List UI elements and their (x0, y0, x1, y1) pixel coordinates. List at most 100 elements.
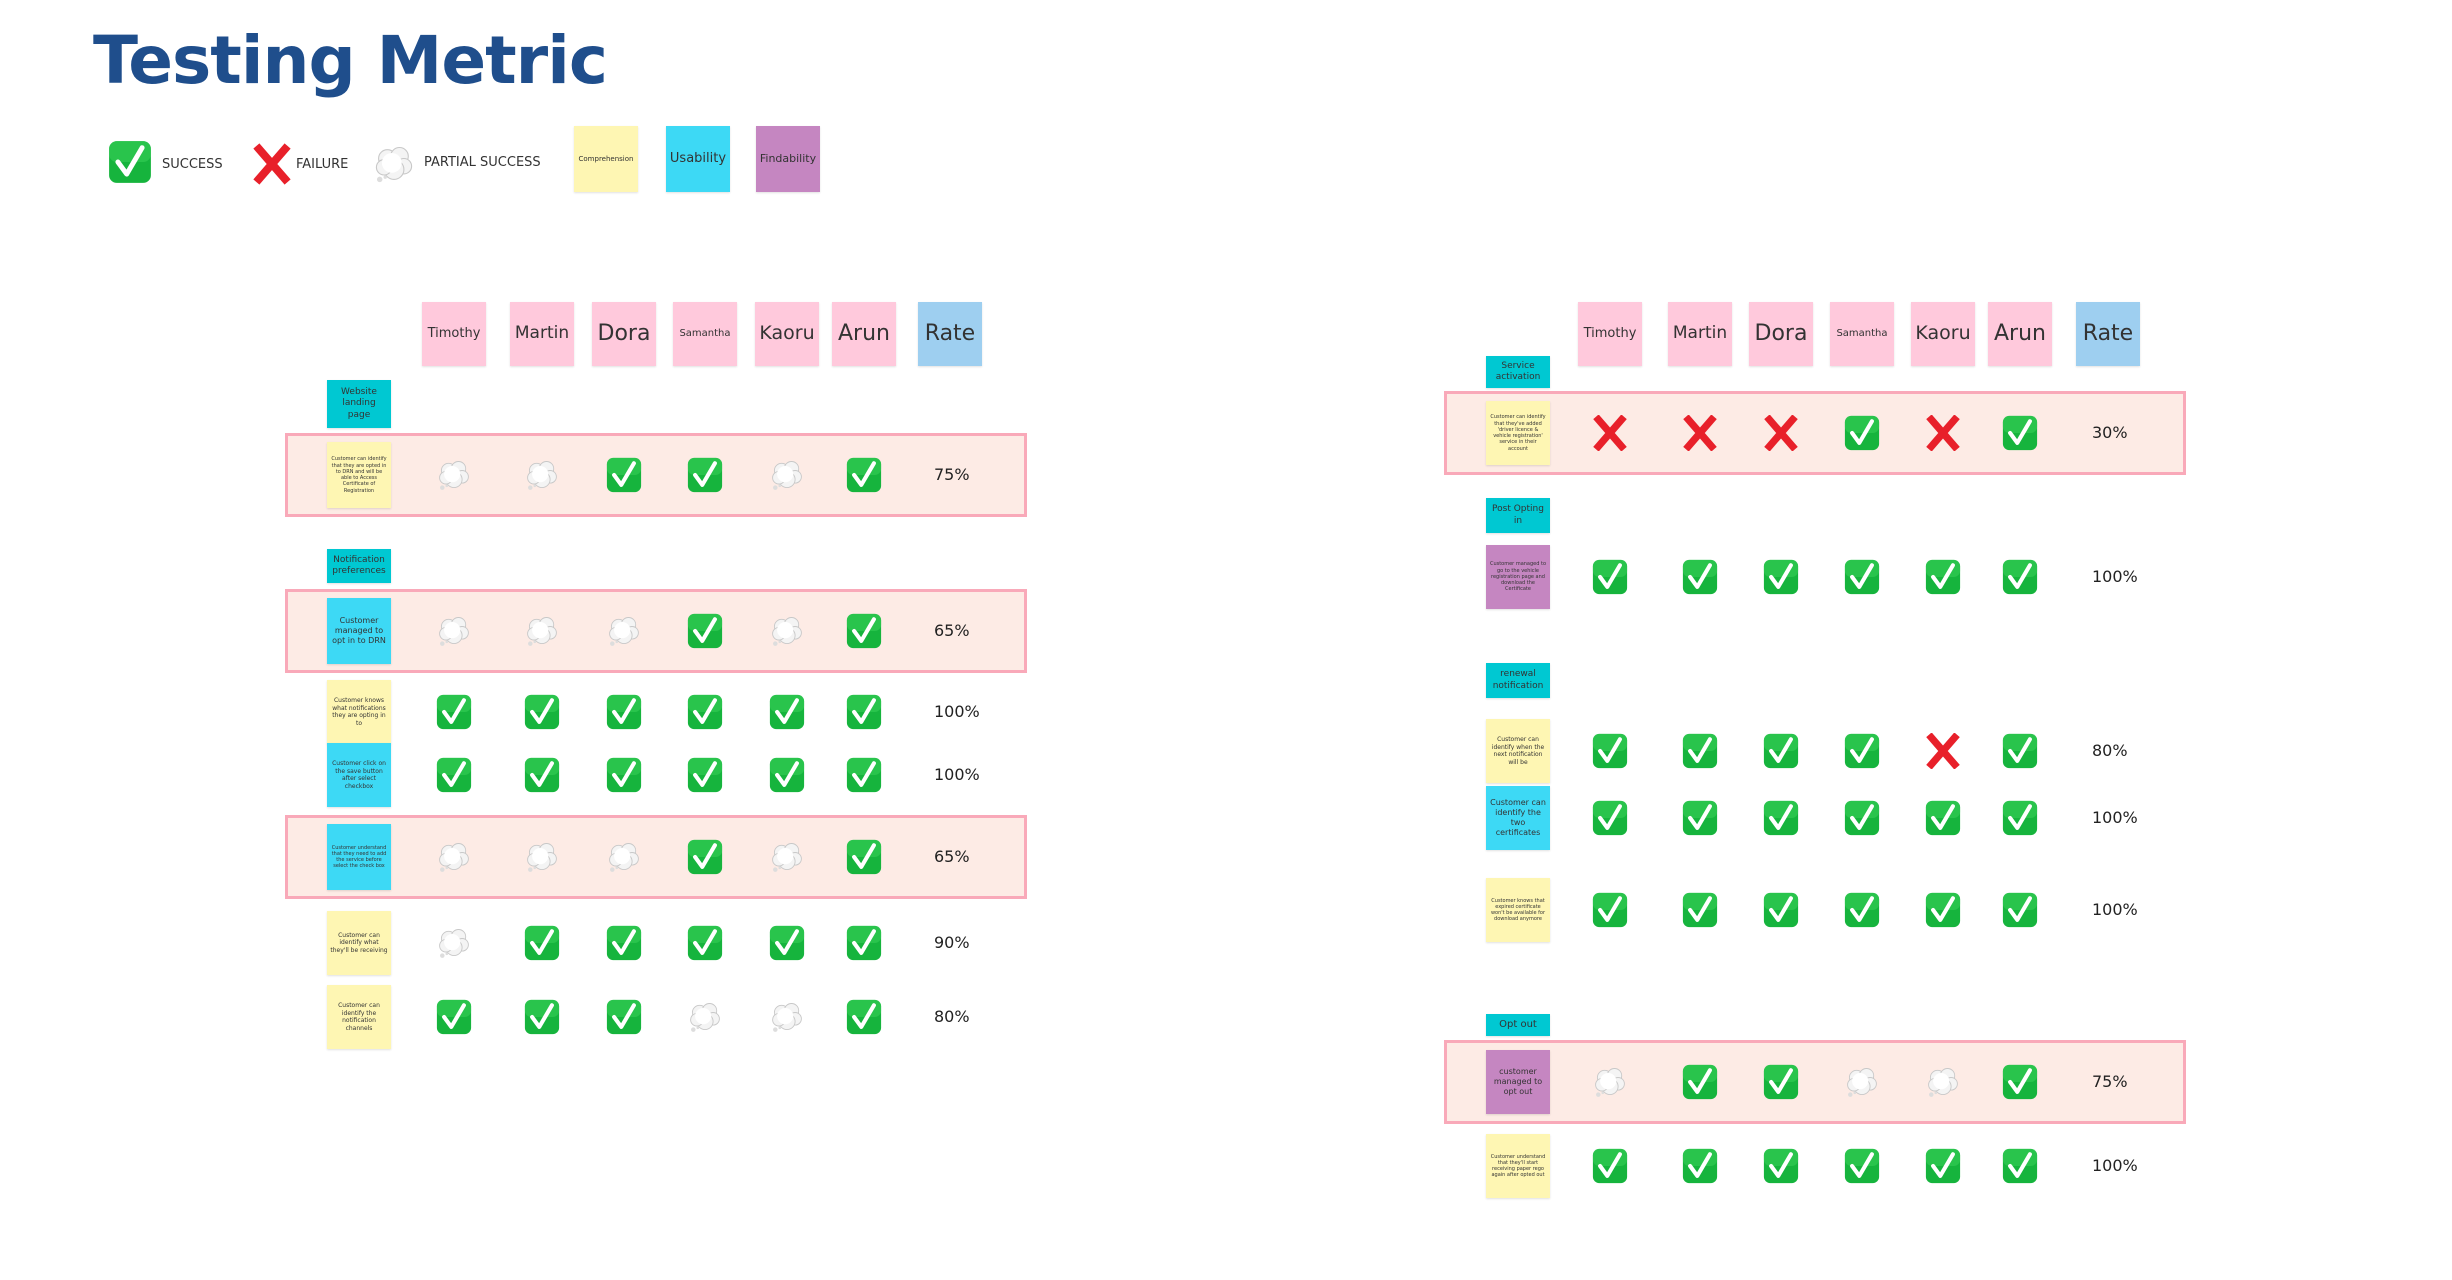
check-icon (1592, 559, 1628, 595)
row-highlight (1444, 391, 2186, 475)
thought-cloud-icon (524, 613, 560, 649)
check-icon (524, 694, 560, 730)
cross-icon (1592, 414, 1628, 452)
thought-cloud-icon (606, 839, 642, 875)
check-icon (769, 757, 805, 793)
task-note-usability: Customer can identify the two certificat… (1486, 786, 1550, 850)
check-icon (846, 839, 882, 875)
participant-header: Arun (1988, 302, 2052, 366)
check-icon (846, 457, 882, 493)
check-icon (1763, 1064, 1799, 1100)
thought-cloud-icon (1844, 1064, 1880, 1100)
thought-cloud-icon (436, 457, 472, 493)
task-note-comprehension: Customer can identify that they are opte… (327, 442, 391, 508)
check-icon (1925, 800, 1961, 836)
section-title-note: Opt out (1486, 1014, 1550, 1036)
task-note-comprehension: Customer can identify what they'll be re… (327, 911, 391, 975)
success-rate: 100% (2092, 900, 2138, 919)
thought-cloud-icon (436, 925, 472, 961)
thought-cloud-icon (436, 613, 472, 649)
check-icon (2002, 559, 2038, 595)
row-highlight (285, 433, 1027, 517)
task-note-comprehension: Customer can identify that they've added… (1486, 401, 1550, 465)
row-highlight (285, 589, 1027, 673)
check-icon (524, 757, 560, 793)
task-note-findability: customer managed to opt out (1486, 1050, 1550, 1114)
success-rate: 100% (2092, 808, 2138, 827)
check-icon (687, 694, 723, 730)
success-rate: 75% (934, 465, 970, 484)
check-icon (1682, 1064, 1718, 1100)
task-note-comprehension: Customer knows that expired certificate … (1486, 878, 1550, 942)
check-icon (1844, 559, 1880, 595)
check-icon (2002, 733, 2038, 769)
success-rate: 90% (934, 933, 970, 952)
participant-header: Samantha (1830, 302, 1894, 366)
check-icon (1763, 892, 1799, 928)
check-icon (108, 140, 152, 184)
check-icon (846, 613, 882, 649)
task-note-usability: Customer managed to opt in to DRN (327, 598, 391, 664)
task-note-usability: Customer understand that they need to ad… (327, 824, 391, 890)
participant-header: Timothy (422, 302, 486, 366)
participant-header: Samantha (673, 302, 737, 366)
check-icon (606, 757, 642, 793)
thought-cloud-icon (769, 457, 805, 493)
task-note-comprehension: Customer understand that they'll start r… (1486, 1134, 1550, 1198)
section-title-note: Notification preferences (327, 549, 391, 583)
check-icon (1925, 559, 1961, 595)
participant-header: Dora (1749, 302, 1813, 366)
check-icon (2002, 1064, 2038, 1100)
check-icon (436, 694, 472, 730)
check-icon (1844, 1148, 1880, 1184)
thought-cloud-icon (606, 613, 642, 649)
check-icon (606, 925, 642, 961)
cross-icon (1925, 414, 1961, 452)
check-icon (436, 999, 472, 1035)
section-title-note: Website landing page (327, 380, 391, 428)
check-icon (1592, 892, 1628, 928)
task-note-comprehension: Customer knows what notifications they a… (327, 680, 391, 744)
check-icon (524, 999, 560, 1035)
legend-success-label: SUCCESS (162, 157, 223, 172)
check-icon (687, 925, 723, 961)
check-icon (1592, 1148, 1628, 1184)
check-icon (1682, 892, 1718, 928)
section-title-note: Post Opting in (1486, 498, 1550, 533)
thought-cloud-icon (687, 999, 723, 1035)
cross-icon (1925, 732, 1961, 770)
check-icon (606, 457, 642, 493)
success-rate: 100% (934, 702, 980, 721)
participant-header: Kaoru (755, 302, 819, 366)
legend-failure-label: FAILURE (296, 157, 349, 172)
success-rate: 100% (2092, 1156, 2138, 1175)
success-rate: 100% (934, 765, 980, 784)
check-icon (687, 613, 723, 649)
check-icon (2002, 1148, 2038, 1184)
check-icon (1844, 415, 1880, 451)
section-title-note: renewal notification (1486, 663, 1550, 698)
check-icon (1682, 1148, 1718, 1184)
thought-cloud-icon (372, 142, 416, 186)
thought-cloud-icon (1925, 1064, 1961, 1100)
section-title-note: Service activation (1486, 356, 1550, 388)
check-icon (2002, 800, 2038, 836)
check-icon (1763, 800, 1799, 836)
success-rate: 65% (934, 847, 970, 866)
check-icon (769, 694, 805, 730)
check-icon (524, 925, 560, 961)
cross-icon (1682, 414, 1718, 452)
participant-header: Arun (832, 302, 896, 366)
row-highlight (285, 815, 1027, 899)
task-note-comprehension: Customer can identify the notification c… (327, 985, 391, 1049)
check-icon (687, 457, 723, 493)
task-note-comprehension: Customer can identify when the next noti… (1486, 719, 1550, 783)
check-icon (769, 925, 805, 961)
participant-header: Dora (592, 302, 656, 366)
success-rate: 65% (934, 621, 970, 640)
thought-cloud-icon (436, 839, 472, 875)
legend-findability-note: Findability (756, 126, 820, 192)
rate-header: Rate (918, 302, 982, 366)
check-icon (687, 839, 723, 875)
check-icon (846, 999, 882, 1035)
